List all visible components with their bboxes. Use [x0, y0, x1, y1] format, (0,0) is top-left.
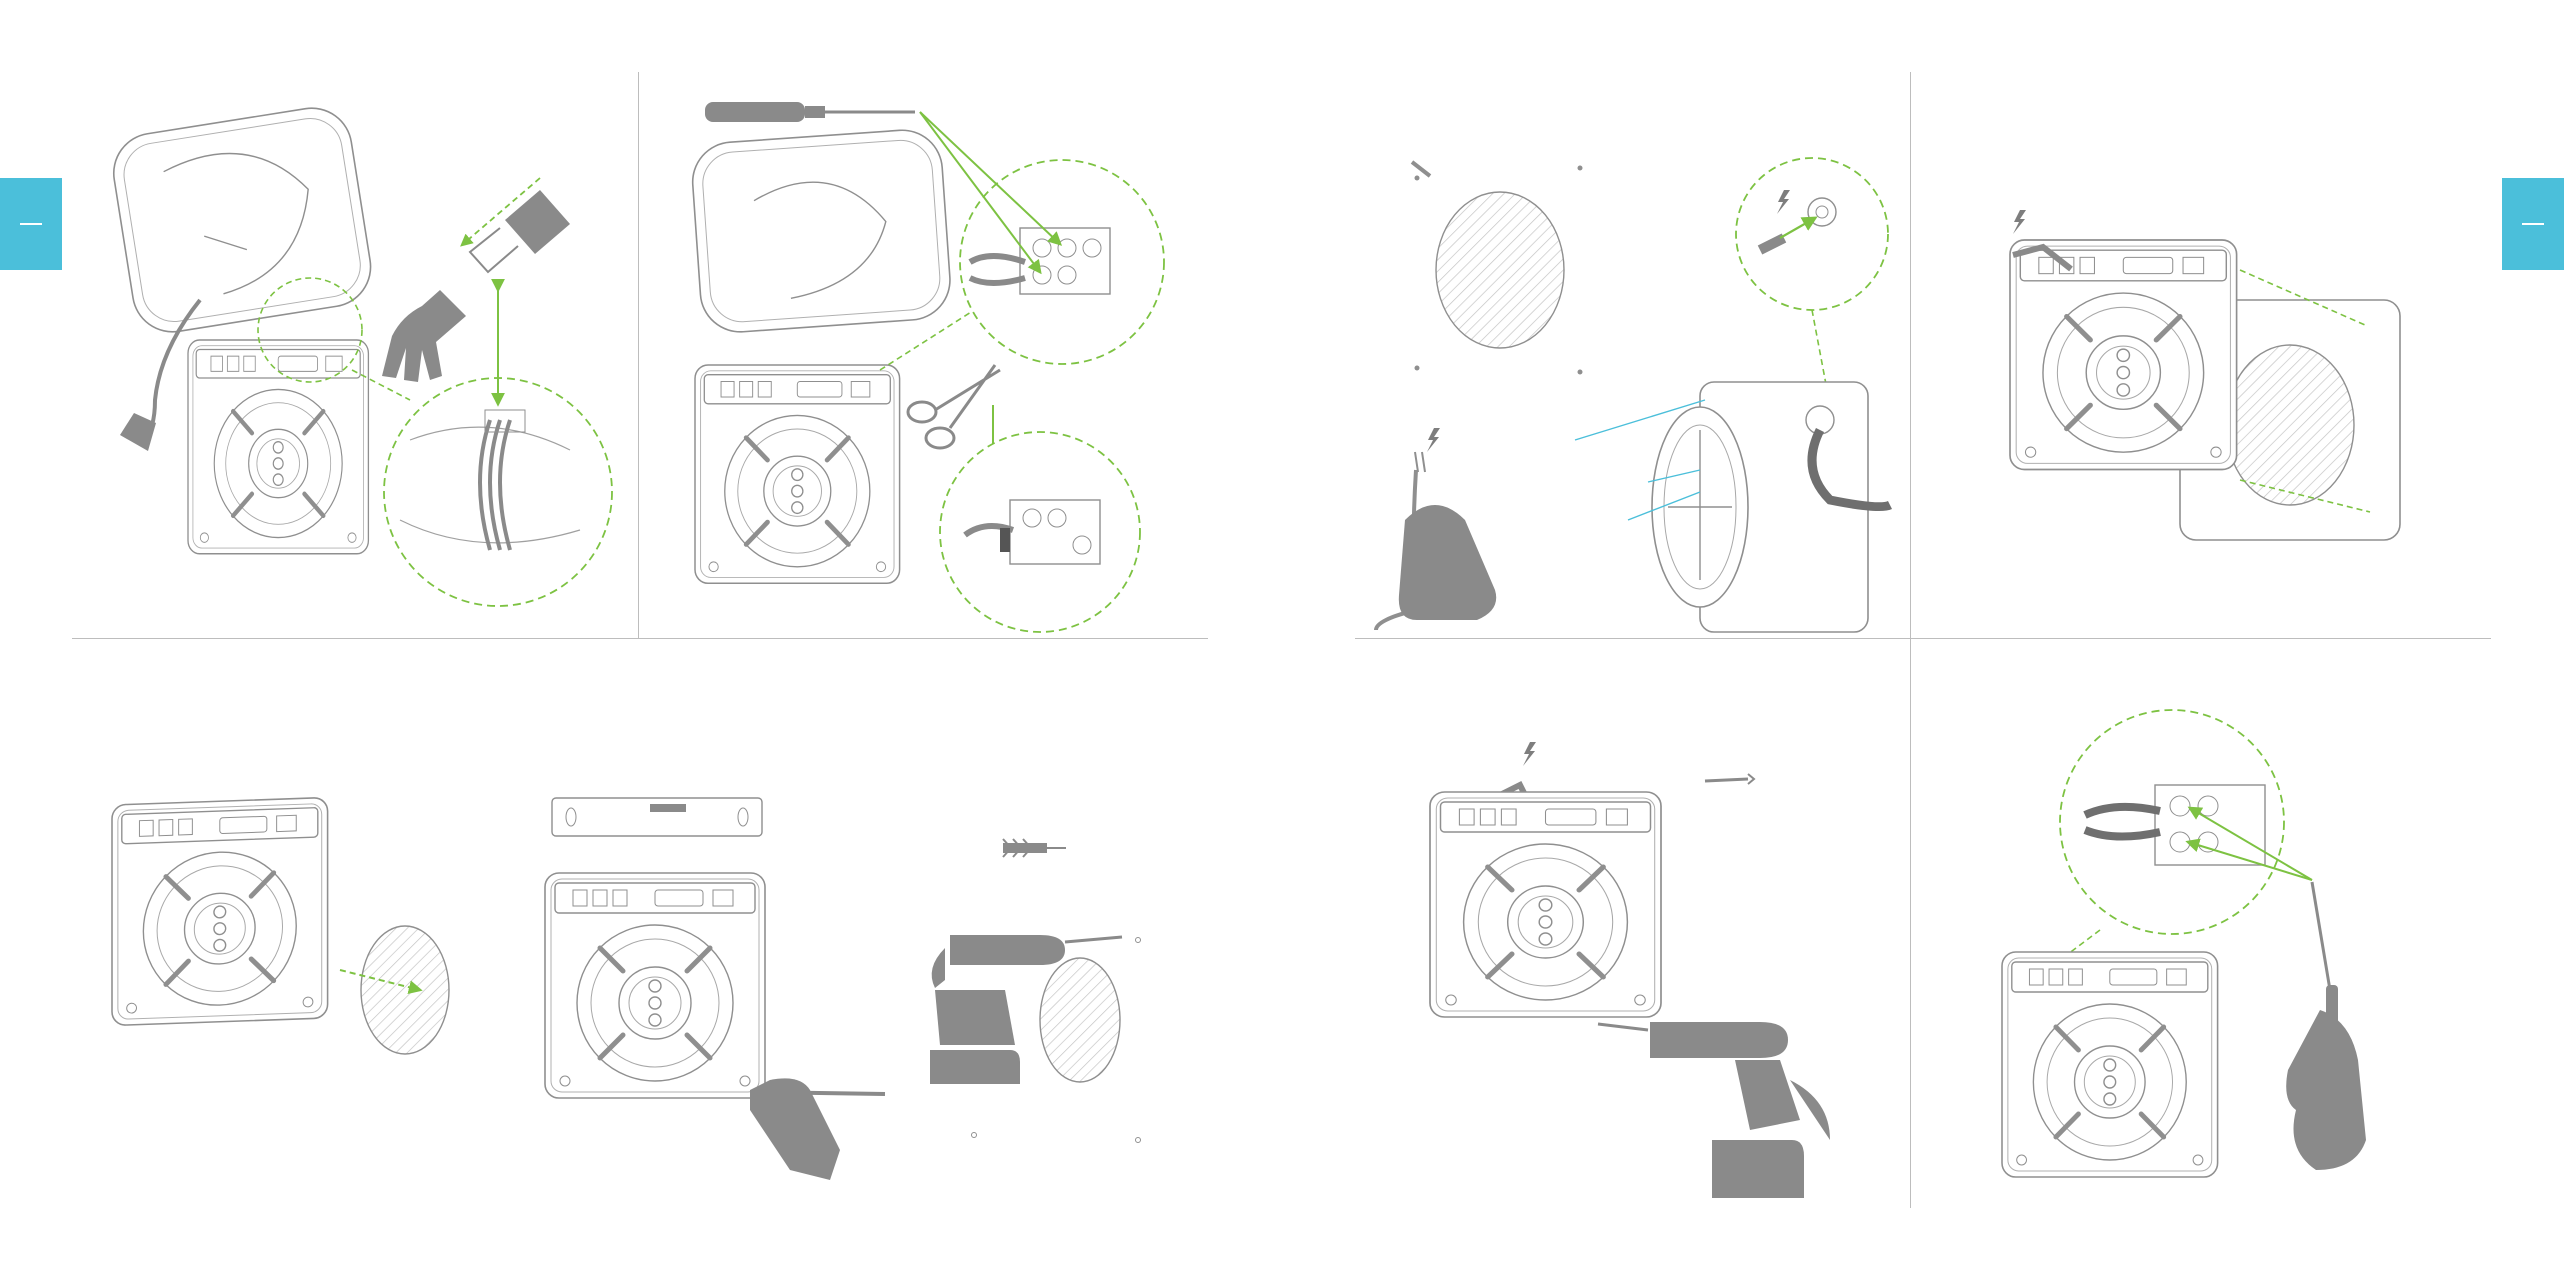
panel-R4-illustration [2002, 710, 2366, 1177]
panel-R2-illustration [2010, 210, 2400, 540]
panel-L4-illustration [545, 798, 1141, 1180]
panel-L1-illustration [108, 102, 612, 606]
panel-L2-illustration [690, 102, 1164, 632]
panel-R1-illustration [1376, 158, 1890, 632]
panel-L3-illustration [112, 797, 449, 1054]
panel-R3-illustration [1430, 742, 1830, 1198]
